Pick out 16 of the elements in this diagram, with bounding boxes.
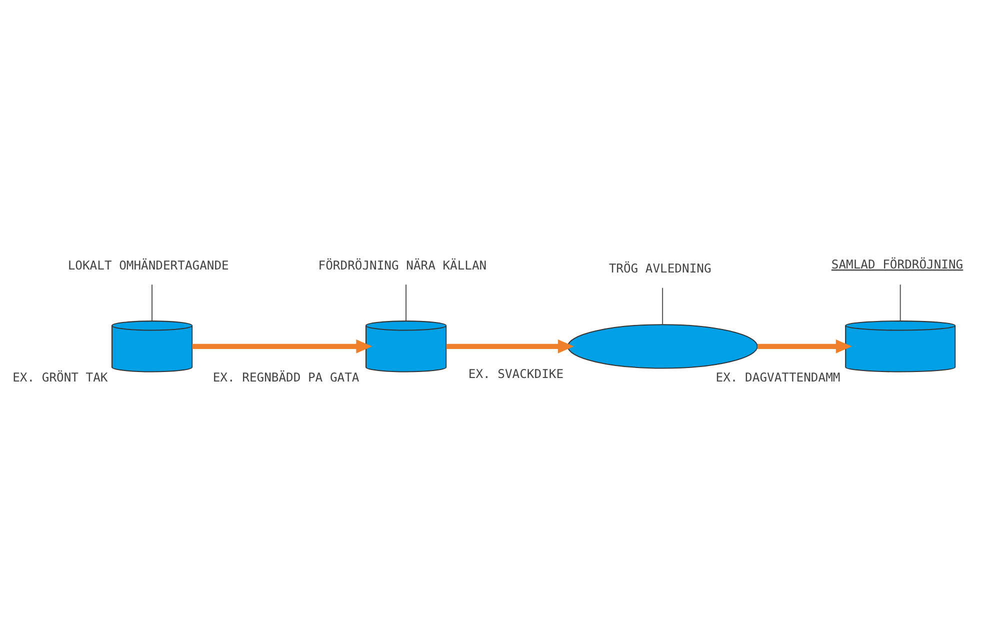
arrow: [757, 339, 852, 354]
node-label: EX. REGNBÄDD PA GATA: [212, 370, 360, 384]
connector: [662, 288, 664, 324]
arrow: [446, 339, 574, 354]
node-ditch: [567, 324, 758, 369]
connector: [406, 284, 407, 321]
node-label: EX. SVACKDIKE: [468, 366, 564, 381]
node-label: EX. GRÖNT TAK: [12, 370, 108, 384]
node-text: TRÖG AVLEDNING: [608, 261, 712, 276]
node-text: SAMLAD FÖRDRÖJNING: [831, 257, 964, 272]
connector: [152, 284, 153, 321]
node-label: EX. DAGVATTENDAMM: [716, 370, 840, 384]
node-text: LOKALT OMHÄNDERTAGANDE: [68, 258, 229, 272]
arrow: [192, 339, 372, 354]
node-text: FÖRDRÖJNING NÄRA KÄLLAN: [318, 258, 487, 272]
connector: [900, 284, 901, 321]
